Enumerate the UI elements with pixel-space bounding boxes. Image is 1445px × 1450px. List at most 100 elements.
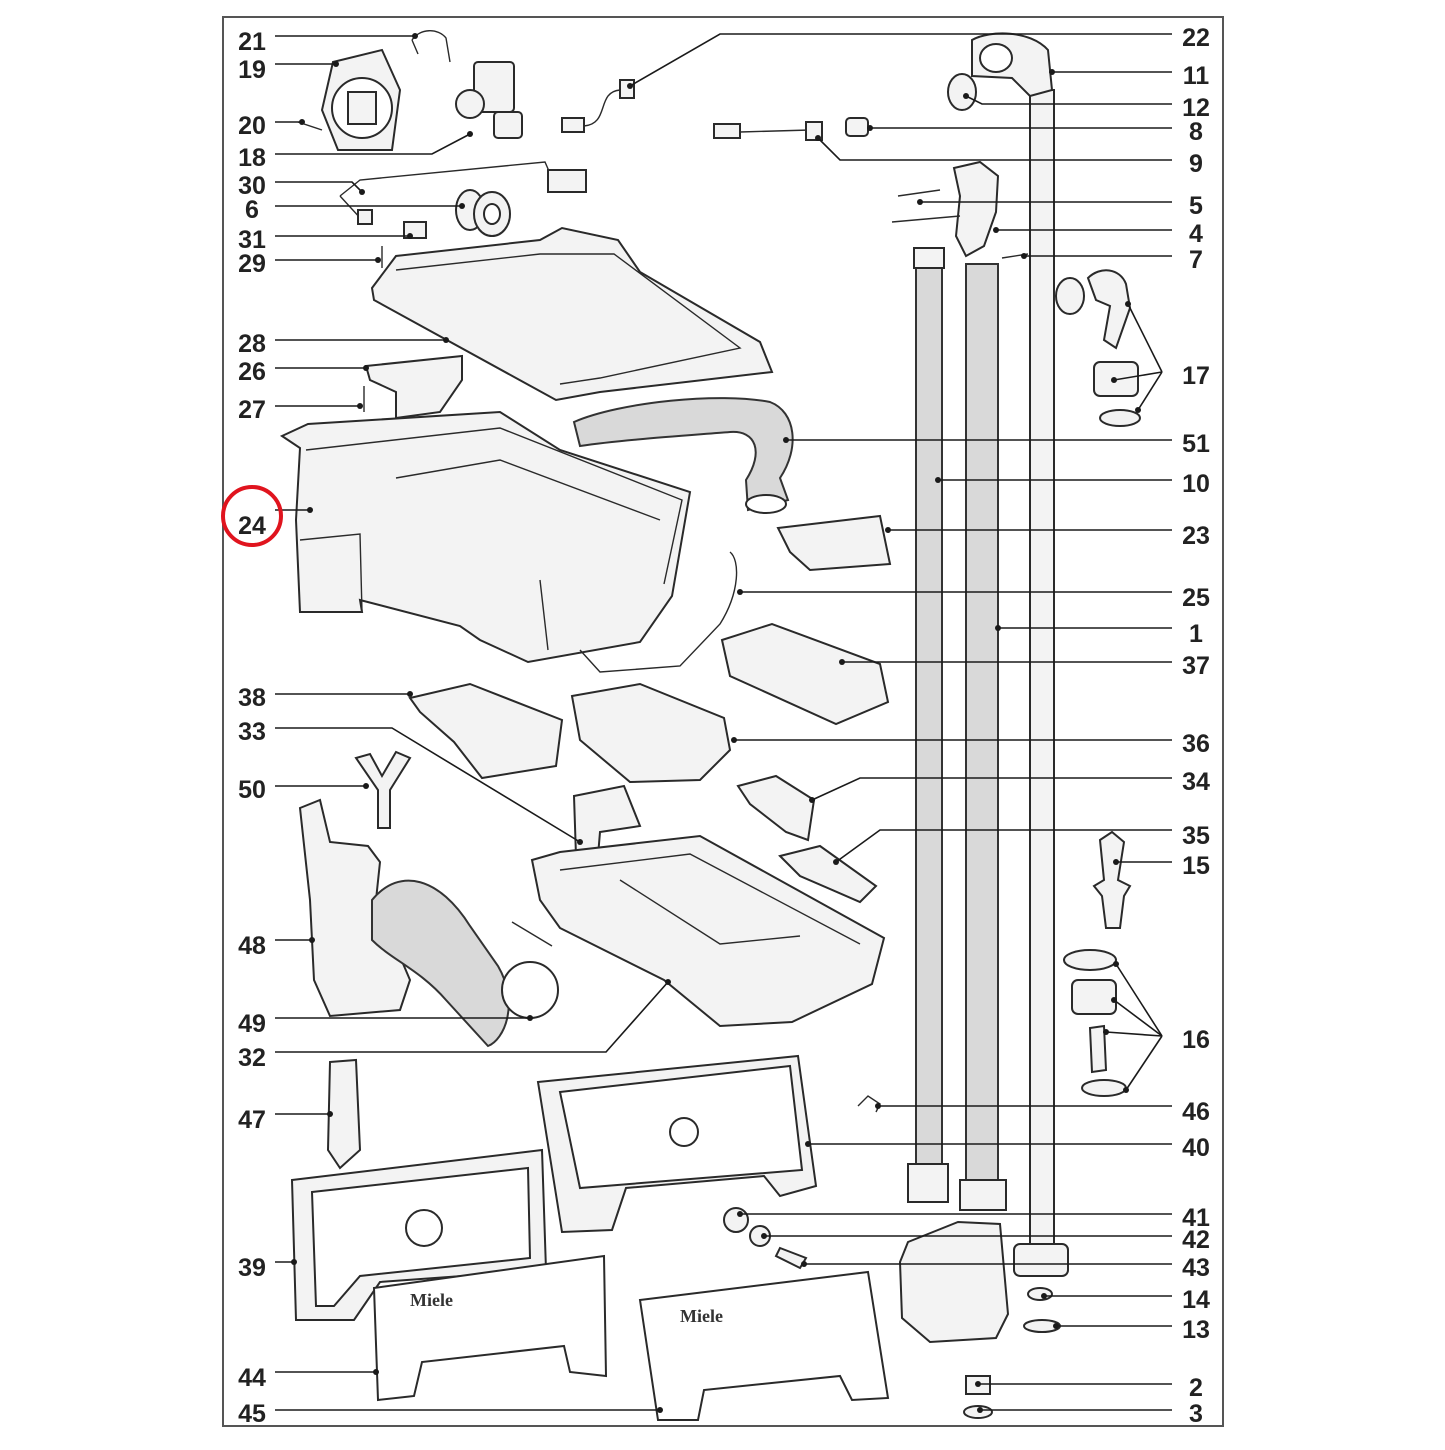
part-label-22: 22 (1182, 24, 1210, 52)
part-label-28: 28 (238, 330, 266, 358)
part-label-39: 39 (238, 1254, 266, 1282)
leader-dot-2 (975, 1381, 981, 1387)
part-38-insert (408, 682, 564, 780)
leader-dot-6 (459, 203, 465, 209)
leader-line-16-1 (1113, 999, 1163, 1037)
part-label-13: 13 (1182, 1316, 1210, 1344)
part-1-hose (959, 263, 1007, 1211)
leader-line-17-1 (1113, 371, 1163, 381)
part-label-2: 2 (1189, 1374, 1203, 1402)
part-40-panel-frame (536, 1054, 818, 1234)
leader-dot-32 (665, 979, 671, 985)
part-10-hose (907, 247, 949, 1203)
part-label-4: 4 (1189, 220, 1203, 248)
leader-line-33 (275, 727, 581, 843)
leader-dot-10 (935, 477, 941, 483)
part-44-cover: Miele (372, 1254, 608, 1402)
leader-lines (275, 33, 1172, 1413)
leader-dot-17-2 (1135, 407, 1141, 413)
part-8-sensor (713, 117, 869, 141)
leader-dot-38 (407, 691, 413, 697)
leader-dot-13 (1053, 1323, 1059, 1329)
part-24-dispenser-housing (279, 410, 692, 664)
leader-dot-11 (1049, 69, 1055, 75)
part-19-housing (320, 48, 402, 151)
leader-dot-16-3 (1123, 1087, 1129, 1093)
brand-logo-45: Miele (680, 1306, 723, 1326)
part-label-8: 8 (1189, 118, 1203, 146)
leader-dot-34 (809, 797, 815, 803)
highlight-circle (221, 485, 283, 547)
part-51-bellows (572, 397, 794, 514)
leader-dot-48 (309, 937, 315, 943)
leader-dot-25 (737, 589, 743, 595)
part-label-51: 51 (1182, 430, 1210, 458)
leader-dot-30 (359, 189, 365, 195)
part-label-48: 48 (238, 932, 266, 960)
part-16-connector-set (1063, 949, 1127, 1097)
part-label-38: 38 (238, 684, 266, 712)
part-label-46: 46 (1182, 1098, 1210, 1126)
part-32-tray (530, 834, 886, 1028)
part-26-bracket (364, 354, 463, 420)
leader-dot-42 (761, 1233, 767, 1239)
part-label-35: 35 (1182, 822, 1210, 850)
leader-dot-27 (357, 403, 363, 409)
leader-dot-9 (815, 135, 821, 141)
leader-line-17-2 (1137, 371, 1163, 411)
leader-line-16-2 (1105, 1031, 1163, 1037)
leader-dot-8 (867, 125, 873, 131)
leader-dot-43 (801, 1261, 807, 1267)
part-32-tray-inner (559, 853, 861, 945)
leader-dot-4 (993, 227, 999, 233)
part-label-37: 37 (1182, 652, 1210, 680)
diagram-frame (222, 16, 1224, 1427)
leader-dot-15 (1113, 859, 1119, 865)
part-47-strip (326, 1058, 362, 1170)
part-41-washer (723, 1207, 749, 1233)
leader-dot-1 (995, 625, 1001, 631)
leader-dot-24 (307, 507, 313, 513)
part-12-washer (947, 73, 977, 111)
leader-dot-26 (363, 365, 369, 371)
part-11-tube (971, 32, 1069, 1277)
leader-dot-5 (917, 199, 923, 205)
part-label-5: 5 (1189, 192, 1203, 220)
part-label-50: 50 (238, 776, 266, 804)
part-label-11: 11 (1183, 62, 1210, 90)
part-label-1: 1 (1189, 620, 1203, 648)
part-label-17: 17 (1182, 362, 1210, 390)
part-17-fittings (1055, 269, 1141, 427)
leader-dot-46 (875, 1103, 881, 1109)
leader-dot-16 (1113, 961, 1119, 967)
leader-dot-18 (467, 131, 473, 137)
leader-dot-31 (407, 233, 413, 239)
part-28-lid (370, 226, 774, 402)
part-label-47: 47 (238, 1106, 266, 1134)
part-label-19: 19 (238, 56, 266, 84)
part-label-7: 7 (1189, 246, 1203, 274)
part-label-29: 29 (238, 250, 266, 278)
part-label-23: 23 (1182, 522, 1210, 550)
part-35-plate (778, 844, 878, 904)
leader-dot-7 (1021, 253, 1027, 259)
leader-line-22 (629, 33, 1172, 87)
leader-dot-12 (963, 93, 969, 99)
leader-line-16 (1115, 963, 1163, 1037)
part-label-27: 27 (238, 396, 266, 424)
part-23-part (776, 514, 892, 572)
part-label-31: 31 (238, 226, 266, 254)
leader-line-18 (275, 133, 471, 155)
part-label-41: 41 (1182, 1204, 1210, 1232)
leader-dot-16-1 (1111, 997, 1117, 1003)
part-label-24: 24 (238, 512, 266, 540)
part-45-cover: Miele (638, 1270, 890, 1421)
part-31-clip-b (357, 209, 373, 225)
leader-dot-16-2 (1103, 1029, 1109, 1035)
part-label-43: 43 (1182, 1254, 1210, 1282)
leader-dot-35 (833, 859, 839, 865)
part-43-screw (774, 1246, 808, 1270)
parts-group: Miele Miele (279, 30, 1141, 1421)
leader-line-30 (275, 181, 363, 193)
